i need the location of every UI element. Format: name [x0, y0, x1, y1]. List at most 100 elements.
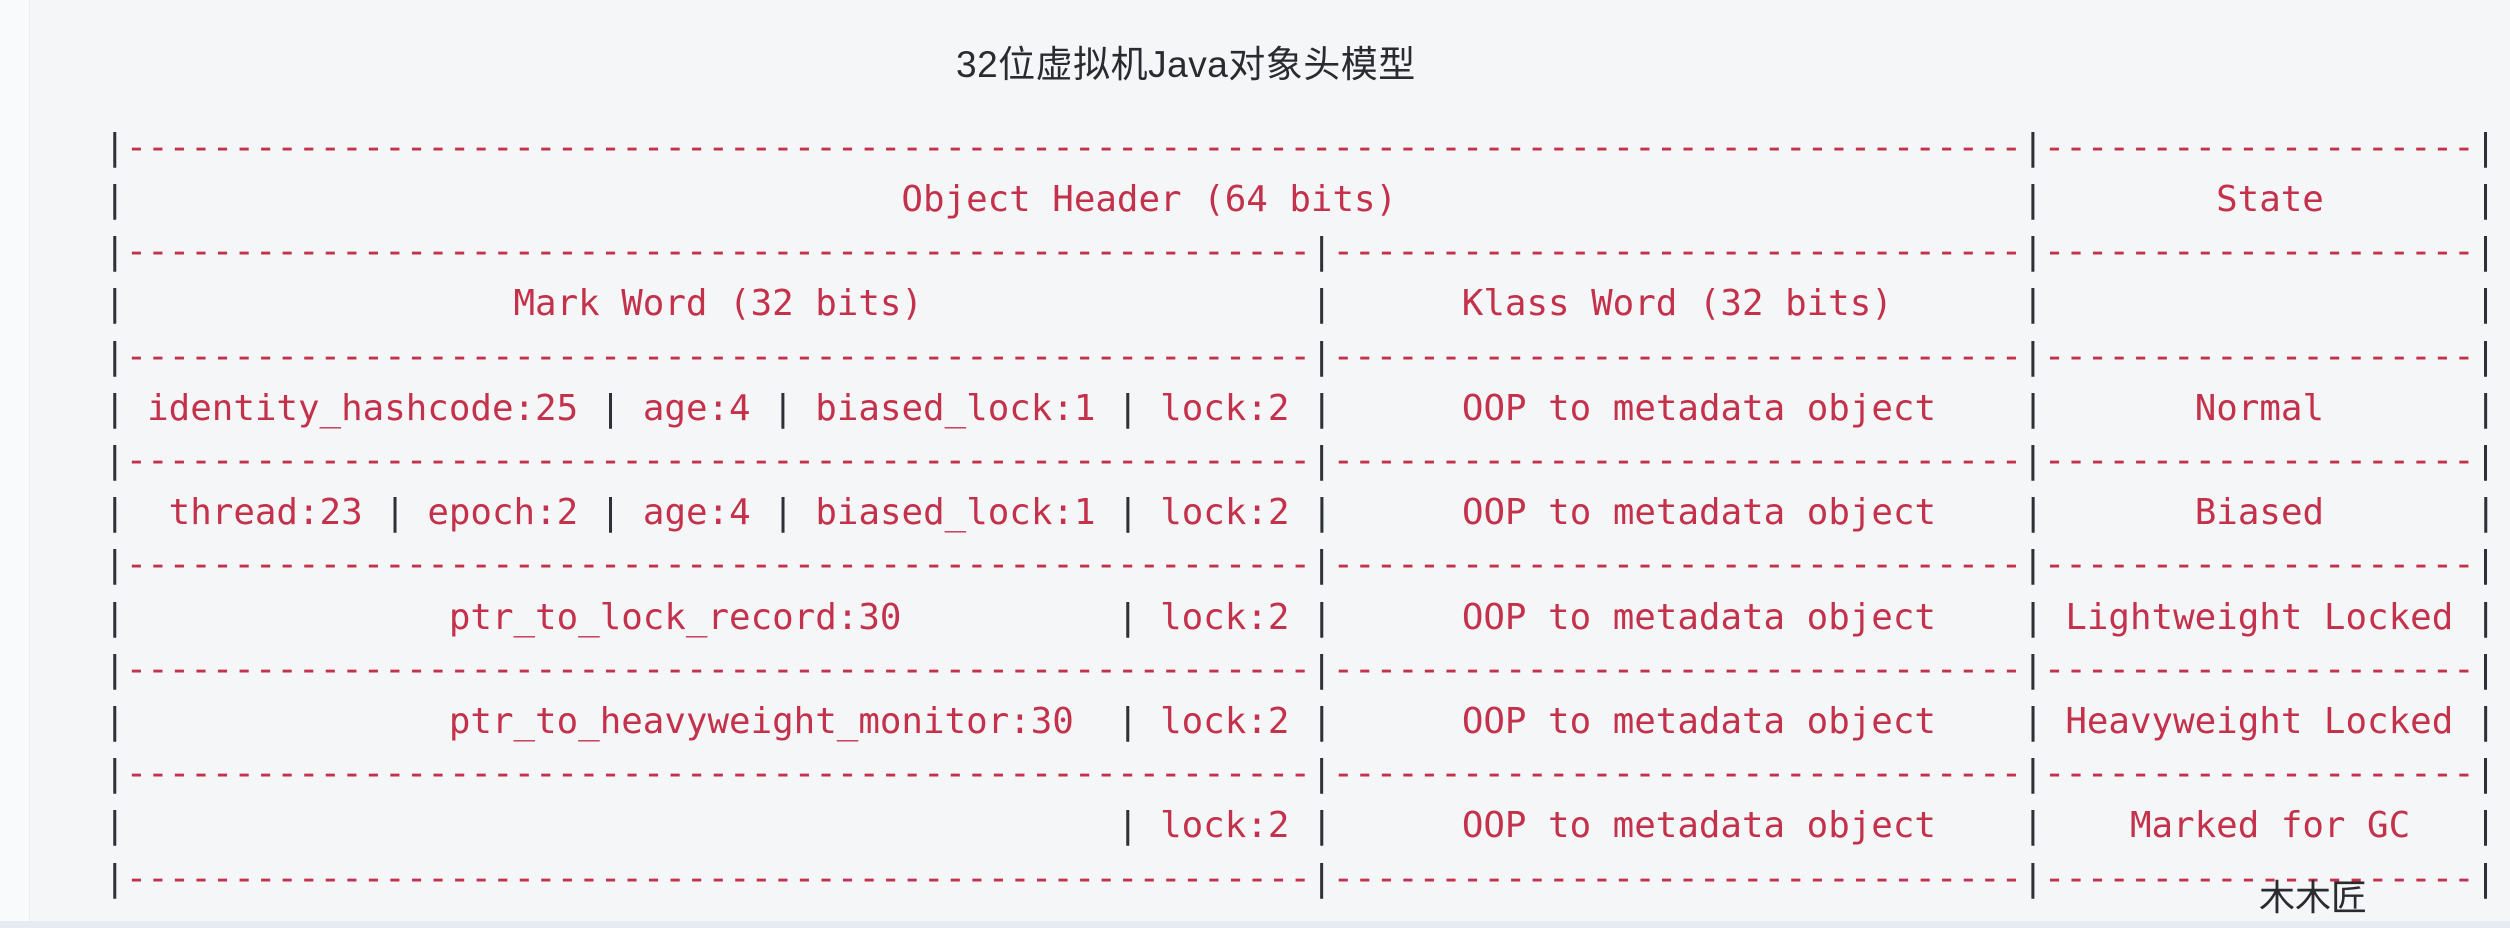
pipe-glyph: | [2022, 126, 2044, 168]
pipe-glyph: | [2474, 857, 2497, 899]
pipe-glyph: | [1310, 805, 1333, 847]
cell-text: Object Header (64 bits) [901, 179, 1398, 220]
pipe-glyph: | [2022, 440, 2044, 482]
cell-text: age:4 [642, 387, 751, 429]
pipe-glyph: | [772, 492, 794, 534]
dashed-rule: ----------------------------------------… [125, 335, 1311, 377]
pipe-glyph: | [2474, 492, 2497, 534]
cell-text: ptr_to_lock_record:30 [448, 596, 902, 638]
pipe-glyph: | [2022, 544, 2044, 586]
pipe-glyph: | [599, 387, 622, 429]
watermark-signature: 木木匠 [2259, 877, 2368, 918]
pipe-glyph: | [104, 753, 126, 795]
pipe-glyph: | [104, 492, 126, 534]
cell-text: OOP to metadata object [1461, 596, 1936, 638]
dashed-rule: -------------------- [2043, 544, 2475, 586]
pipe-glyph: | [1310, 283, 1333, 325]
pipe-glyph: | [2022, 283, 2044, 325]
pipe-glyph: | [104, 701, 126, 743]
pipe-glyph: | [1116, 596, 1139, 638]
pipe-glyph: | [104, 440, 126, 482]
page-title: 32位虚拟机Java对象头模型 [956, 44, 1416, 85]
cell-text: epoch:2 [427, 492, 579, 534]
pipe-glyph: | [2022, 387, 2044, 429]
cell-text: biased_lock:1 [815, 387, 1096, 429]
pipe-glyph: | [2474, 283, 2497, 325]
pipe-glyph: | [2474, 648, 2497, 690]
dashed-rule: -------------------------------- [1332, 544, 2023, 586]
dashed-rule: -------------------------------- [1332, 231, 2023, 273]
dashed-rule: -------------------- [2043, 126, 2475, 168]
pipe-glyph: | [104, 857, 126, 899]
cell-text: Lightweight Locked [2065, 596, 2454, 638]
pipe-glyph: | [104, 596, 126, 638]
cell-text: Normal [2194, 387, 2325, 429]
pipe-glyph: | [2022, 335, 2044, 377]
dashed-rule: -------------------------------- [1332, 648, 2023, 690]
pipe-glyph: | [2474, 231, 2497, 273]
dashed-rule: -------------------- [2043, 440, 2475, 482]
pipe-glyph: | [2022, 753, 2044, 795]
dashed-rule: ----------------------------------------… [125, 648, 1311, 690]
dashed-rule: -------------------------------- [1332, 440, 2023, 482]
pipe-glyph: | [1310, 231, 1333, 273]
pipe-glyph: | [384, 492, 406, 534]
cell-text: Heavyweight Locked [2065, 701, 2454, 743]
pipe-glyph: | [104, 179, 126, 220]
ascii-line: | thread:23 | epoch:2 | age:4 | biased_l… [104, 487, 2497, 539]
pipe-glyph: | [2022, 857, 2044, 899]
dashed-rule: ----------------------------------------… [125, 753, 1311, 795]
pipe-glyph: | [104, 335, 126, 377]
pipe-glyph: | [2022, 231, 2044, 273]
cell-text: lock:2 [1160, 387, 1290, 429]
pipe-glyph: | [2474, 387, 2497, 429]
pipe-glyph: | [2474, 335, 2497, 377]
pipe-glyph: | [104, 231, 126, 273]
ascii-line: | | lock:2 | OOP to metadata object | Ma… [104, 800, 2497, 852]
ascii-line: | Mark Word (32 bits) | Klass Word (32 b… [104, 278, 2497, 330]
pipe-glyph: | [1310, 701, 1333, 743]
pipe-glyph: | [1310, 857, 1333, 899]
pipe-glyph: | [2022, 596, 2044, 638]
cell-text: identity_hashcode:25 [147, 387, 579, 429]
cell-text: thread:23 [168, 492, 363, 534]
ascii-line: |---------------------------------------… [104, 331, 2497, 383]
pipe-glyph: | [1310, 596, 1333, 638]
ascii-line: | ptr_to_lock_record:30 | lock:2 | OOP t… [104, 592, 2497, 644]
cell-text: lock:2 [1160, 492, 1290, 534]
pipe-glyph: | [104, 544, 126, 586]
dashed-rule: -------------------- [2043, 648, 2475, 690]
cell-text: lock:2 [1160, 805, 1290, 847]
ascii-line: |---------------------------------------… [104, 539, 2497, 591]
dashed-rule: -------------------------------- [1332, 857, 2023, 899]
pipe-glyph: | [1310, 335, 1333, 377]
cell-text: OOP to metadata object [1461, 805, 1936, 847]
pipe-glyph: | [1310, 648, 1333, 690]
pipe-glyph: | [2022, 492, 2044, 534]
pipe-glyph: | [772, 387, 794, 429]
cell-text: OOP to metadata object [1461, 701, 1936, 743]
cell-text: ptr_to_heavyweight_monitor:30 [448, 701, 1074, 743]
pipe-glyph: | [1117, 492, 1139, 534]
cell-text: biased_lock:1 [815, 492, 1096, 534]
pipe-glyph: | [2474, 440, 2497, 482]
ascii-line: | ptr_to_heavyweight_monitor:30 | lock:2… [104, 696, 2497, 748]
pipe-glyph: | [1117, 387, 1139, 429]
ascii-line: |---------------------------------------… [104, 853, 2497, 905]
dashed-rule: -------------------- [2043, 753, 2475, 795]
pipe-glyph: | [1116, 805, 1139, 847]
pipe-glyph: | [599, 492, 622, 534]
pipe-glyph: | [1310, 753, 1333, 795]
pipe-glyph: | [2022, 179, 2044, 220]
pipe-glyph: | [1310, 544, 1333, 586]
ascii-line: |---------------------------------------… [104, 748, 2497, 800]
pipe-glyph: | [104, 648, 126, 690]
pipe-glyph: | [2022, 805, 2044, 847]
pipe-glyph: | [104, 126, 126, 168]
pipe-glyph: | [104, 805, 126, 847]
pipe-glyph: | [2474, 701, 2497, 743]
cell-text: OOP to metadata object [1461, 492, 1937, 534]
cell-text: Klass Word (32 bits) [1461, 283, 1893, 325]
dashed-rule: ----------------------------------------… [125, 231, 1311, 273]
cell-text: lock:2 [1160, 596, 1290, 638]
